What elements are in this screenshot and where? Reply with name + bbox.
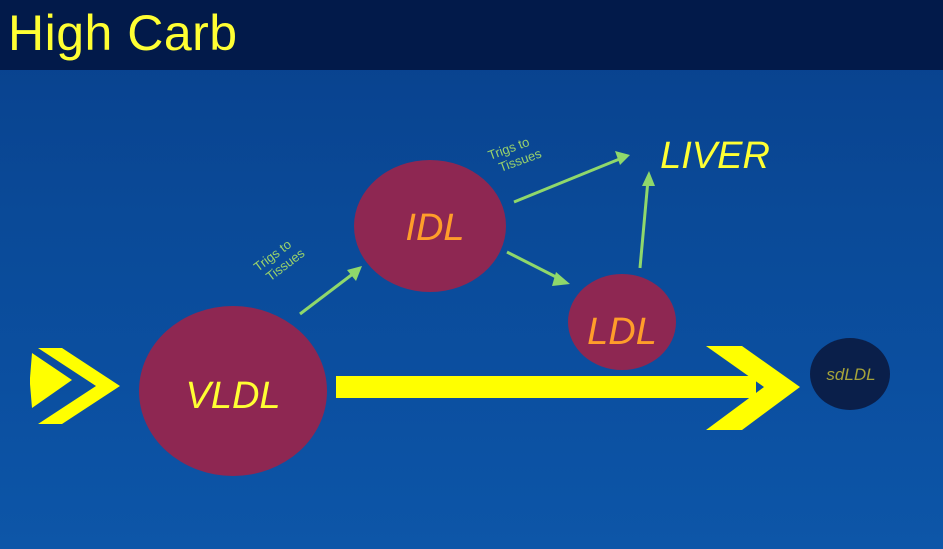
title-bar xyxy=(0,0,943,70)
vldl-to-idl-arrow xyxy=(299,268,359,316)
ldl-label: LDL xyxy=(587,311,657,353)
idl-to-ldl-arrow xyxy=(506,250,563,282)
vldl-label: VLDL xyxy=(185,375,280,417)
ldl-to-liver-arrow xyxy=(638,179,650,269)
vldl-to-sdldl-arrow-shaft xyxy=(336,376,756,398)
sdldl-label: sdLDL xyxy=(826,365,875,384)
ldl-to-liver-arrow-head xyxy=(642,171,655,186)
idl-node xyxy=(354,160,506,292)
sdldl-node xyxy=(810,338,890,410)
vldl-to-sdldl-arrow-head xyxy=(706,346,800,430)
vldl-to-idl-arrow-head xyxy=(347,266,362,281)
vldl-node xyxy=(139,306,327,476)
input-arrow xyxy=(30,353,72,408)
page-title: High Carb xyxy=(8,5,238,61)
vldl-to-idl-note: Trigs to Tissues xyxy=(251,233,308,286)
idl-to-liver-arrow-head xyxy=(615,151,630,165)
idl-to-ldl-arrow-head xyxy=(552,272,570,286)
input-arrow-head xyxy=(38,348,120,424)
idl-to-liver-arrow xyxy=(513,156,623,204)
idl-to-liver-note: Trigs to Tissues xyxy=(486,131,544,177)
liver-label: LIVER xyxy=(660,135,770,177)
ldl-node xyxy=(568,274,676,370)
idl-label: IDL xyxy=(405,207,464,249)
